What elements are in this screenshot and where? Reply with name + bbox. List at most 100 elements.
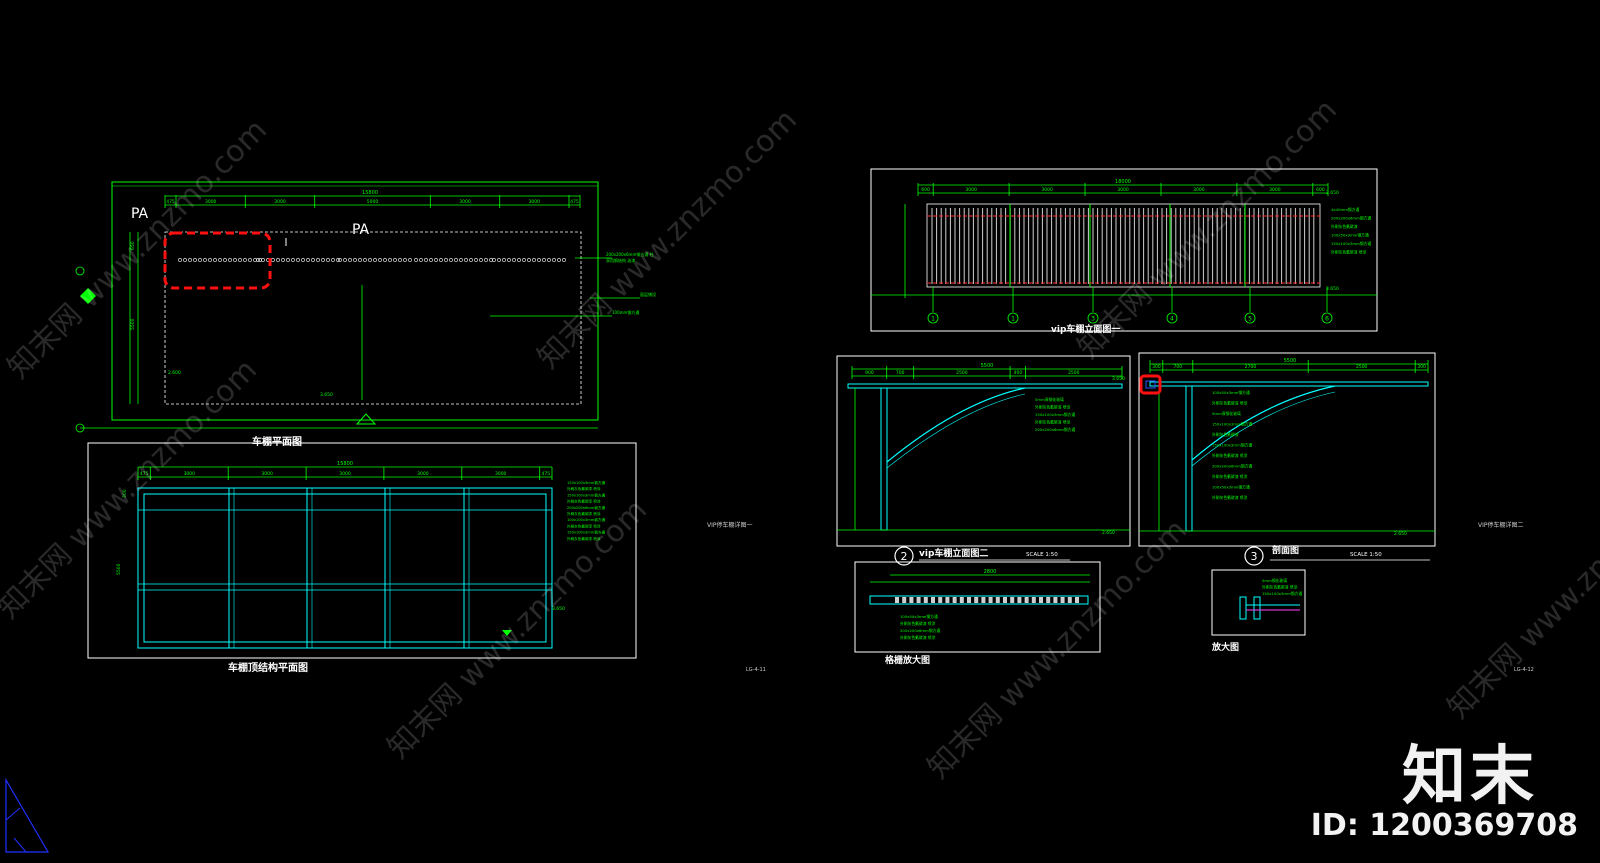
grille-detail-slat	[1017, 597, 1022, 603]
plan-beam-node	[383, 258, 387, 262]
grille-detail-slat	[959, 597, 964, 603]
elev2-total-dim: 5500	[981, 363, 994, 369]
elev1-callout: 4x40mm钢方通	[1331, 207, 1359, 212]
elev2-badge	[894, 546, 914, 566]
plan-beam-node	[301, 258, 305, 262]
plan-beam-node	[188, 258, 192, 262]
section-roof-beam	[1149, 381, 1429, 387]
section-title: 剖面图	[1272, 544, 1299, 556]
grille-detail-slat	[1060, 597, 1065, 603]
elev2-callout: 150x100x3mm钢方通	[1035, 412, 1075, 417]
plan-beam-node	[557, 258, 561, 262]
elev1-frame	[870, 168, 1378, 332]
plan-beam-node	[537, 258, 541, 262]
elev1-dim-value: 3000	[1193, 187, 1205, 193]
section-dim-value: 700	[1174, 364, 1183, 370]
plan-left-dim-1: 650	[130, 241, 136, 250]
grille-callout: 外刷灰色氟碳漆 喷涂	[900, 635, 936, 640]
plan-beam-node	[248, 258, 252, 262]
plan-beam-node	[507, 258, 511, 262]
roof-callout: 150x100x3mm钢方通	[567, 492, 605, 497]
plan-beam-node	[218, 258, 222, 262]
elev1-level: 2.650	[1326, 190, 1339, 196]
plan-callout-4: 100mm钢方通	[612, 309, 639, 315]
plan-beam-node	[336, 258, 340, 262]
section-callout: 外刷灰色氟碳漆 喷涂	[1212, 495, 1248, 500]
plan-beam-node	[408, 258, 412, 262]
right-sheet-title: VIP停车棚详图二	[1478, 521, 1524, 529]
elev1-callout: 外刷灰色氟碳漆 喷涂	[1331, 250, 1367, 255]
grille-detail-slat	[995, 597, 1000, 603]
grille-callout: 外刷灰色氟碳漆 喷涂	[900, 621, 936, 626]
plan-beam-node	[296, 258, 300, 262]
plan-beam-node	[326, 258, 330, 262]
roof-dim-value: 475	[140, 471, 149, 477]
axis-label: 5	[1248, 316, 1252, 323]
elev1-dim-value: 3000	[1269, 187, 1281, 193]
plan-beam-node	[378, 258, 382, 262]
grille-detail-slat	[1075, 597, 1079, 603]
plan-level-2: 3.650	[320, 392, 333, 398]
plan-callout-1: 200x200x6mm钢方通 柱	[606, 251, 654, 257]
section-badge-number: 3	[1251, 550, 1258, 563]
elev2-dim-value: 2500	[956, 370, 968, 376]
roof-dim-value: 475	[542, 471, 551, 477]
section-level: 2.650	[1394, 531, 1407, 537]
section-callout: 150x100x3mm钢方通	[1212, 443, 1252, 448]
detail-callout: 外刷灰色氟碳漆 喷涂	[1262, 585, 1298, 590]
axis-bubble-icon	[1321, 312, 1333, 324]
grille-total-dim: 2800	[984, 569, 997, 575]
plan-beam-node	[393, 258, 397, 262]
plan-beam-node	[497, 258, 501, 262]
plan-beam-node	[479, 258, 483, 262]
roof-dim-value: 3000	[495, 471, 507, 477]
elev1-dim-value: 600	[921, 187, 930, 193]
axis-label: 6	[1325, 316, 1329, 323]
plan-beam-node	[243, 258, 247, 262]
plan-beam-node	[321, 258, 325, 262]
elev1-callout: 外刷灰色氟碳漆	[1331, 224, 1358, 229]
highlight-box-plan[interactable]	[163, 231, 272, 290]
elev1-total-dim: 18000	[1115, 179, 1131, 185]
section-callout: 外刷灰色氟碳漆	[1212, 432, 1239, 437]
grille-detail-slat	[1024, 597, 1029, 603]
plan-level-1: 2.600	[168, 370, 181, 376]
roof-dim-value: 3000	[417, 471, 429, 477]
grille-detail-slat	[1010, 597, 1015, 603]
plan-beam-node	[474, 258, 478, 262]
elev2-dim-value: 400	[1014, 370, 1023, 376]
plan-beam-node	[517, 258, 521, 262]
grille-callout: 100x50x3mm钢方通	[900, 614, 938, 619]
left-sheet-title: VIP停车棚详图一	[707, 521, 753, 529]
roof-callout: 100x100x3mm钢方通	[567, 517, 605, 522]
elev1-grille	[926, 203, 1321, 288]
plan-beam-node	[213, 258, 217, 262]
plan-footprint	[164, 231, 582, 405]
plan-beam-node	[353, 258, 357, 262]
roof-callout: 200x200x6mm钢方通	[567, 505, 605, 510]
plan-beam-node	[358, 258, 362, 262]
roof-callout: 150x100x3mm钢方通	[567, 480, 605, 485]
highlight-box-section[interactable]	[1139, 374, 1162, 395]
right-sheet-no: LG-4-12	[1514, 667, 1534, 673]
grille-detail-slat	[909, 597, 914, 603]
plan-beam-node	[208, 258, 212, 262]
section-callout: 100x50x3mm钢方通	[1212, 390, 1250, 395]
elev2-dim-value: 700	[896, 370, 905, 376]
detail-callout: 150x100x3mm钢方通	[1262, 591, 1302, 596]
plan-beam-node	[527, 258, 531, 262]
plan-beam-node	[373, 258, 377, 262]
plan-beam-node	[469, 258, 473, 262]
grille-detail-slat	[895, 597, 899, 603]
plan-dim-value: 3000	[274, 199, 286, 205]
grille-detail-slat	[981, 597, 986, 603]
plan-beam-node	[348, 258, 352, 262]
section-frame	[1138, 352, 1436, 547]
plan-beam-node	[429, 258, 433, 262]
elev1-dim-value: 3000	[1041, 187, 1053, 193]
